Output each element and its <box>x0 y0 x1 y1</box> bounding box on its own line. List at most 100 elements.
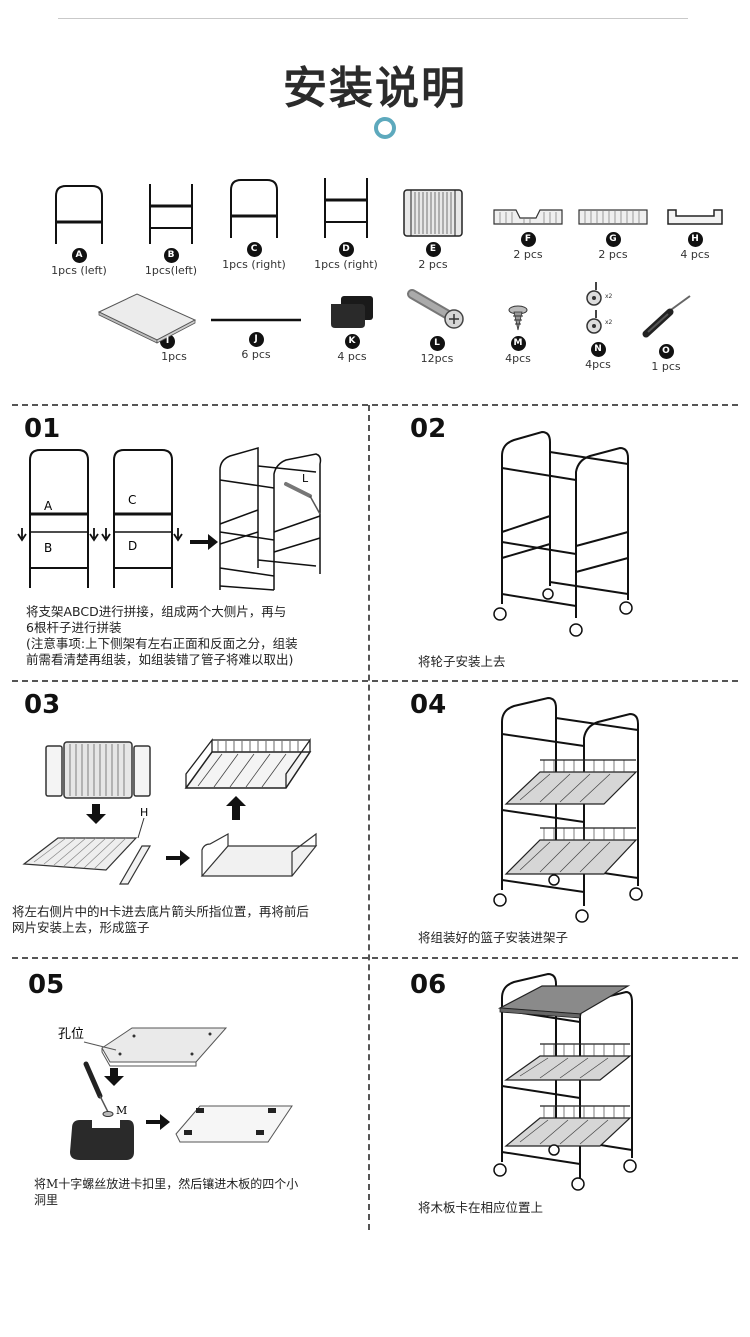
part-l: L 12pcs <box>400 286 474 365</box>
arrow-up-icon <box>226 796 246 820</box>
h-clip-icon <box>667 209 723 225</box>
part-k: K 4 pcs <box>324 294 380 363</box>
part-qty: 1pcs (right) <box>222 258 286 271</box>
part-c: C 1pcs (right) <box>218 176 290 271</box>
screw-icon <box>508 305 528 331</box>
part-d: D 1pcs (right) <box>310 176 382 271</box>
arrow-right-icon <box>146 1114 170 1130</box>
part-label: M <box>116 1104 127 1117</box>
part-label: H <box>140 806 148 819</box>
screwdriver-icon <box>83 1061 103 1099</box>
step-instruction: 将轮子安装上去 <box>418 654 718 670</box>
instruction-line: 前需看清楚再组装，如组装错了管子将难以取出) <box>26 652 294 667</box>
part-label: L <box>302 472 309 485</box>
part-m: M 4pcs <box>498 304 538 365</box>
section-divider <box>12 680 738 682</box>
caster-icon: x2 x2 <box>586 282 613 334</box>
part-n: x2 x2 N 4pcs <box>578 280 618 371</box>
part-label: D <box>128 539 137 553</box>
rod-icon <box>211 318 301 322</box>
arrow-right-icon <box>166 850 190 866</box>
side-frame-lower-icon <box>149 184 193 244</box>
side-frame-icon <box>230 179 278 238</box>
parts-list: A 1pcs (left) B 1pcs(left) C 1pcs (right… <box>12 168 738 380</box>
part-j: J 6 pcs <box>208 308 304 361</box>
arrow-down-icon <box>17 528 27 542</box>
part-letter: C <box>246 242 262 257</box>
page-title: 安装说明 <box>283 63 467 114</box>
part-g: G 2 pcs <box>574 206 652 261</box>
top-divider <box>58 18 688 19</box>
caster-icon <box>493 588 633 637</box>
part-letter: G <box>605 232 621 247</box>
step-number: 02 <box>410 414 447 444</box>
part-i: I 1pcs <box>72 290 222 363</box>
part-letter: B <box>163 248 179 263</box>
step-04-figure <box>493 696 643 923</box>
board-clip-icon <box>331 296 373 328</box>
instruction-line: 将M十字螺丝放进卡扣里，然后镶进木板的四个小 <box>34 1177 299 1191</box>
step-05-figure: 孔位 M <box>58 1027 293 1160</box>
part-letter: H <box>687 232 703 247</box>
step-number: 03 <box>24 690 61 720</box>
instruction-line: 6根杆子进行拼装 <box>26 620 122 635</box>
section-divider <box>12 957 738 959</box>
part-letter: K <box>344 334 360 349</box>
step-number: 04 <box>410 690 447 720</box>
part-qty: 1pcs <box>161 350 187 363</box>
part-qty: 4pcs <box>505 352 531 365</box>
part-qty: 6 pcs <box>241 348 271 361</box>
wood-board-icon <box>97 293 197 344</box>
part-qty: 1 pcs <box>651 360 681 373</box>
part-o: O 1 pcs <box>636 292 696 373</box>
caster-icon <box>493 1144 637 1191</box>
part-letter: E <box>425 242 441 257</box>
instruction-line: 将轮子安装上去 <box>418 654 506 669</box>
arrow-down-icon <box>86 804 106 824</box>
part-qty: 1pcs (right) <box>314 258 378 271</box>
bolt-icon <box>407 289 464 329</box>
part-letter: D <box>338 242 354 257</box>
part-qty: 4 pcs <box>337 350 367 363</box>
part-qty: 12pcs <box>420 352 454 365</box>
front-mesh-icon <box>493 209 563 225</box>
back-mesh-icon <box>578 209 648 225</box>
step-instruction: 将木板卡在相应位置上 <box>418 1200 718 1216</box>
arrow-down-icon <box>89 528 99 542</box>
part-letter: L <box>429 336 445 351</box>
part-b: B 1pcs(left) <box>138 182 204 277</box>
part-f: F 2 pcs <box>488 206 568 261</box>
instruction-line: 网片安装上去，形成篮子 <box>12 920 150 935</box>
caster-multiplier: x2 <box>605 293 613 300</box>
bolt-icon <box>284 482 312 498</box>
step-number: 05 <box>28 970 65 1000</box>
caster-multiplier: x2 <box>605 319 613 326</box>
part-label: 孔位 <box>58 1027 84 1042</box>
arrow-right-icon <box>190 534 218 550</box>
arrow-down-icon <box>101 528 111 542</box>
step-instruction: 将M十字螺丝放进卡扣里，然后镶进木板的四个小 洞里 <box>34 1176 334 1208</box>
screwdriver-icon <box>642 295 691 338</box>
part-letter: O <box>658 344 674 359</box>
part-qty: 2 pcs <box>513 248 543 261</box>
part-qty: 1pcs(left) <box>144 264 198 277</box>
part-label: A <box>44 499 53 513</box>
circle-ornament-icon <box>374 117 396 139</box>
mesh-panel-icon <box>403 189 463 237</box>
part-qty: 4pcs <box>585 358 611 371</box>
board-clip-icon <box>70 1120 134 1160</box>
step-number: 06 <box>410 970 447 1000</box>
side-frame-lower-icon <box>324 178 368 238</box>
arrow-down-icon <box>173 528 183 542</box>
step-number: 01 <box>24 414 61 444</box>
instruction-line: 洞里 <box>34 1193 59 1207</box>
part-letter: A <box>71 248 87 263</box>
section-divider <box>12 404 738 406</box>
part-qty: 2 pcs <box>598 248 628 261</box>
part-label: C <box>128 493 136 507</box>
part-letter: J <box>248 332 264 347</box>
caster-icon <box>493 874 643 923</box>
step-instruction: 将支架ABCD进行拼接，组成两个大侧片，再与 6根杆子进行拼装 (注意事项:上下… <box>26 604 356 668</box>
part-letter: M <box>510 336 526 351</box>
screwdriver-icon <box>309 495 321 515</box>
